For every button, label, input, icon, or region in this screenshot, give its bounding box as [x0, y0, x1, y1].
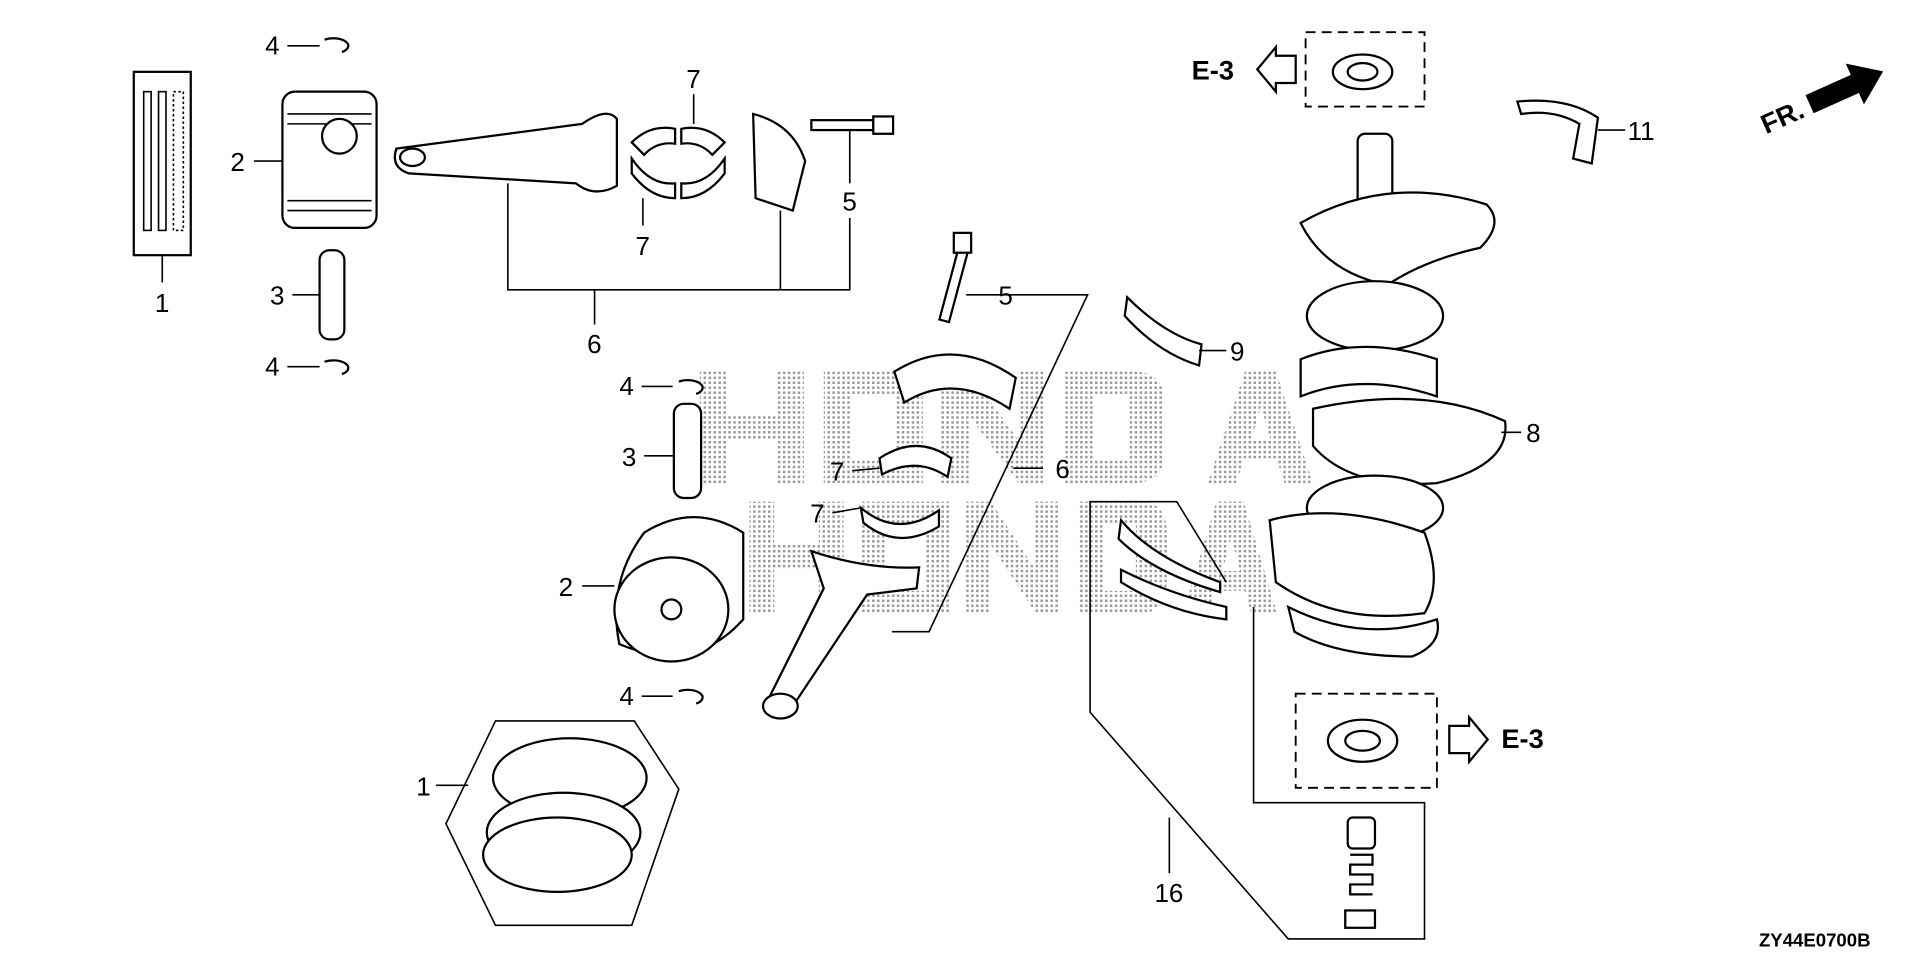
piston-mid[interactable] [582, 516, 745, 663]
callout-4[interactable]: 4 [265, 351, 279, 381]
connecting-rod-bearing-top[interactable] [630, 94, 727, 226]
callout-4[interactable]: 4 [265, 31, 279, 61]
callout-7[interactable]: 7 [635, 231, 649, 261]
e3-reference-bottom-label[interactable]: E-3 [1501, 723, 1543, 754]
e3-reference-bottom[interactable]: E-3 [1448, 714, 1544, 765]
connecting-rod-mid[interactable] [761, 549, 921, 720]
callout-6[interactable]: 6 [587, 329, 601, 359]
connecting-rod-bolt-mid[interactable] [891, 231, 1089, 633]
callouts: 1 1 2 2 3 3 4 4 4 4 5 5 6 6 7 7 7 7 8 9 … [155, 31, 1655, 908]
diagram-code: ZY44E0700B [1759, 929, 1871, 950]
oil-seal-top[interactable] [1304, 31, 1426, 108]
callout-3[interactable]: 3 [270, 281, 284, 311]
callout-7[interactable]: 7 [830, 457, 844, 487]
callout-5[interactable]: 5 [998, 281, 1012, 311]
e3-reference-top-label[interactable]: E-3 [1192, 54, 1234, 85]
thrust-washer[interactable] [1515, 99, 1626, 165]
callout-1[interactable]: 1 [416, 771, 430, 801]
oil-seal-bottom[interactable] [1294, 692, 1438, 789]
connecting-rod-bearing-mid[interactable] [832, 444, 1043, 540]
connecting-rod-top[interactable] [393, 112, 851, 325]
callout-1[interactable]: 1 [155, 288, 169, 318]
callout-3[interactable]: 3 [622, 442, 636, 472]
callout-5[interactable]: 5 [842, 187, 856, 217]
piston-ring-set-top[interactable] [132, 70, 192, 283]
callout-4[interactable]: 4 [619, 371, 633, 401]
callout-11[interactable]: 11 [1628, 116, 1655, 146]
piston-pin-clip[interactable] [287, 37, 704, 705]
callout-6[interactable]: 6 [1055, 454, 1069, 484]
main-bearing[interactable] [1123, 294, 1227, 367]
callout-7[interactable]: 7 [810, 499, 824, 529]
callout-9[interactable]: 9 [1230, 336, 1244, 366]
callout-16[interactable]: 16 [1154, 878, 1183, 908]
piston-pin-top[interactable] [292, 249, 346, 341]
connecting-rod-cap-mid[interactable] [893, 353, 1017, 411]
callout-7[interactable]: 7 [686, 64, 700, 94]
front-label: FR. [1756, 94, 1809, 140]
crankshaft[interactable] [1268, 132, 1522, 658]
piston-ring-set-bottom[interactable] [436, 720, 680, 927]
callout-2[interactable]: 2 [559, 572, 573, 602]
connecting-rod-bolt-top[interactable] [810, 115, 895, 184]
piston-top[interactable] [253, 90, 378, 230]
e3-reference-top[interactable]: E-3 [1192, 43, 1297, 95]
piston-pin-mid[interactable] [644, 402, 703, 500]
callout-4[interactable]: 4 [619, 681, 633, 711]
front-direction-indicator: FR. [1756, 63, 1884, 140]
callout-2[interactable]: 2 [230, 147, 244, 177]
callout-8[interactable]: 8 [1526, 418, 1540, 448]
bearing-and-valve-set[interactable] [1089, 500, 1426, 940]
